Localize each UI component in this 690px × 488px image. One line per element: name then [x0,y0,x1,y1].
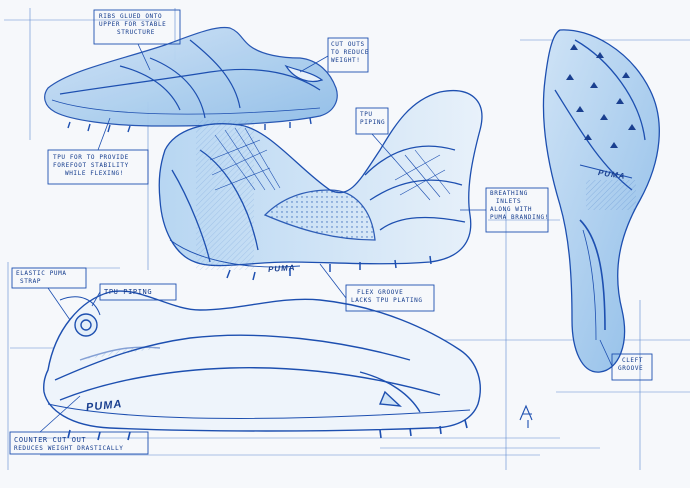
note-flex-line-2: LACKS TPU PLATING [351,297,423,304]
note-breathing-line-3: ALONG WITH [490,206,533,213]
note-cleft-line-1: CLEFT [622,357,644,364]
note-ribs: RIBS GLUED ONTO UPPER FOR STABLE STRUCTU… [99,13,166,37]
signature-mark [519,404,533,428]
annotation-leaders [39,43,613,433]
shoe-three-quarter-view [158,90,483,281]
shoe-sole-view [542,29,660,373]
note-elastic-strap: ELASTIC PUMA STRAP [16,270,67,286]
note-forefoot: TPU FOR TO PROVIDE FOREFOOT STABILITY WH… [53,154,129,178]
note-counter-line-2: REDUCES WEIGHT DRASTICALLY [14,445,124,452]
note-breathing-line-4: PUMA BRANDING! [490,214,549,221]
note-flex-line-1: FLEX GROOVE [357,289,404,296]
note-breathing-line-1: BREATHING [490,190,528,197]
note-forefoot-line-2: FOREFOOT STABILITY [53,162,129,169]
note-tpu-line-1: TPU [360,111,373,118]
note-ribs-line-1: RIBS GLUED ONTO [99,13,163,20]
note-strap-line-1: ELASTIC PUMA [16,270,67,277]
note-breathing: BREATHING INLETS ALONG WITH PUMA BRANDIN… [490,190,549,222]
note-cleft-line-2: GROOVE [618,365,644,372]
note-forefoot-line-1: TPU FOR TO PROVIDE [53,154,129,161]
note-cutouts-line-1: CUT OUTS [331,41,365,48]
brand-logo-middle-shoe: PUMA [267,263,296,274]
note-flex-groove: FLEX GROOVE LACKS TPU PLATING [351,289,423,305]
shoe-side-view-bottom [43,290,481,441]
note-tpu-piping-bottom: TPU PIPING [104,288,153,296]
note-cutouts-line-2: TO REDUCE [331,49,369,56]
note-ribs-line-2: UPPER FOR STABLE [99,21,167,28]
note-ribs-line-3: STRUCTURE [117,29,155,36]
note-cutouts: CUT OUTS TO REDUCE WEIGHT! [331,41,369,65]
note-cleft-groove: CLEFT GROOVE [618,357,643,373]
note-tpu-line-2: PIPING [360,119,386,126]
note-tpu-piping-top: TPU PIPING [360,111,385,127]
note-counter: COUNTER CUT OUT REDUCES WEIGHT DRASTICAL… [14,435,124,453]
shoe-side-view-top [44,26,338,133]
note-breathing-line-2: INLETS [496,198,522,205]
note-strap-line-2: STRAP [20,278,42,285]
note-forefoot-line-3: WHILE FLEXING! [65,170,124,177]
note-counter-line-1: COUNTER CUT OUT [14,436,87,444]
note-cutouts-line-3: WEIGHT! [331,57,361,64]
